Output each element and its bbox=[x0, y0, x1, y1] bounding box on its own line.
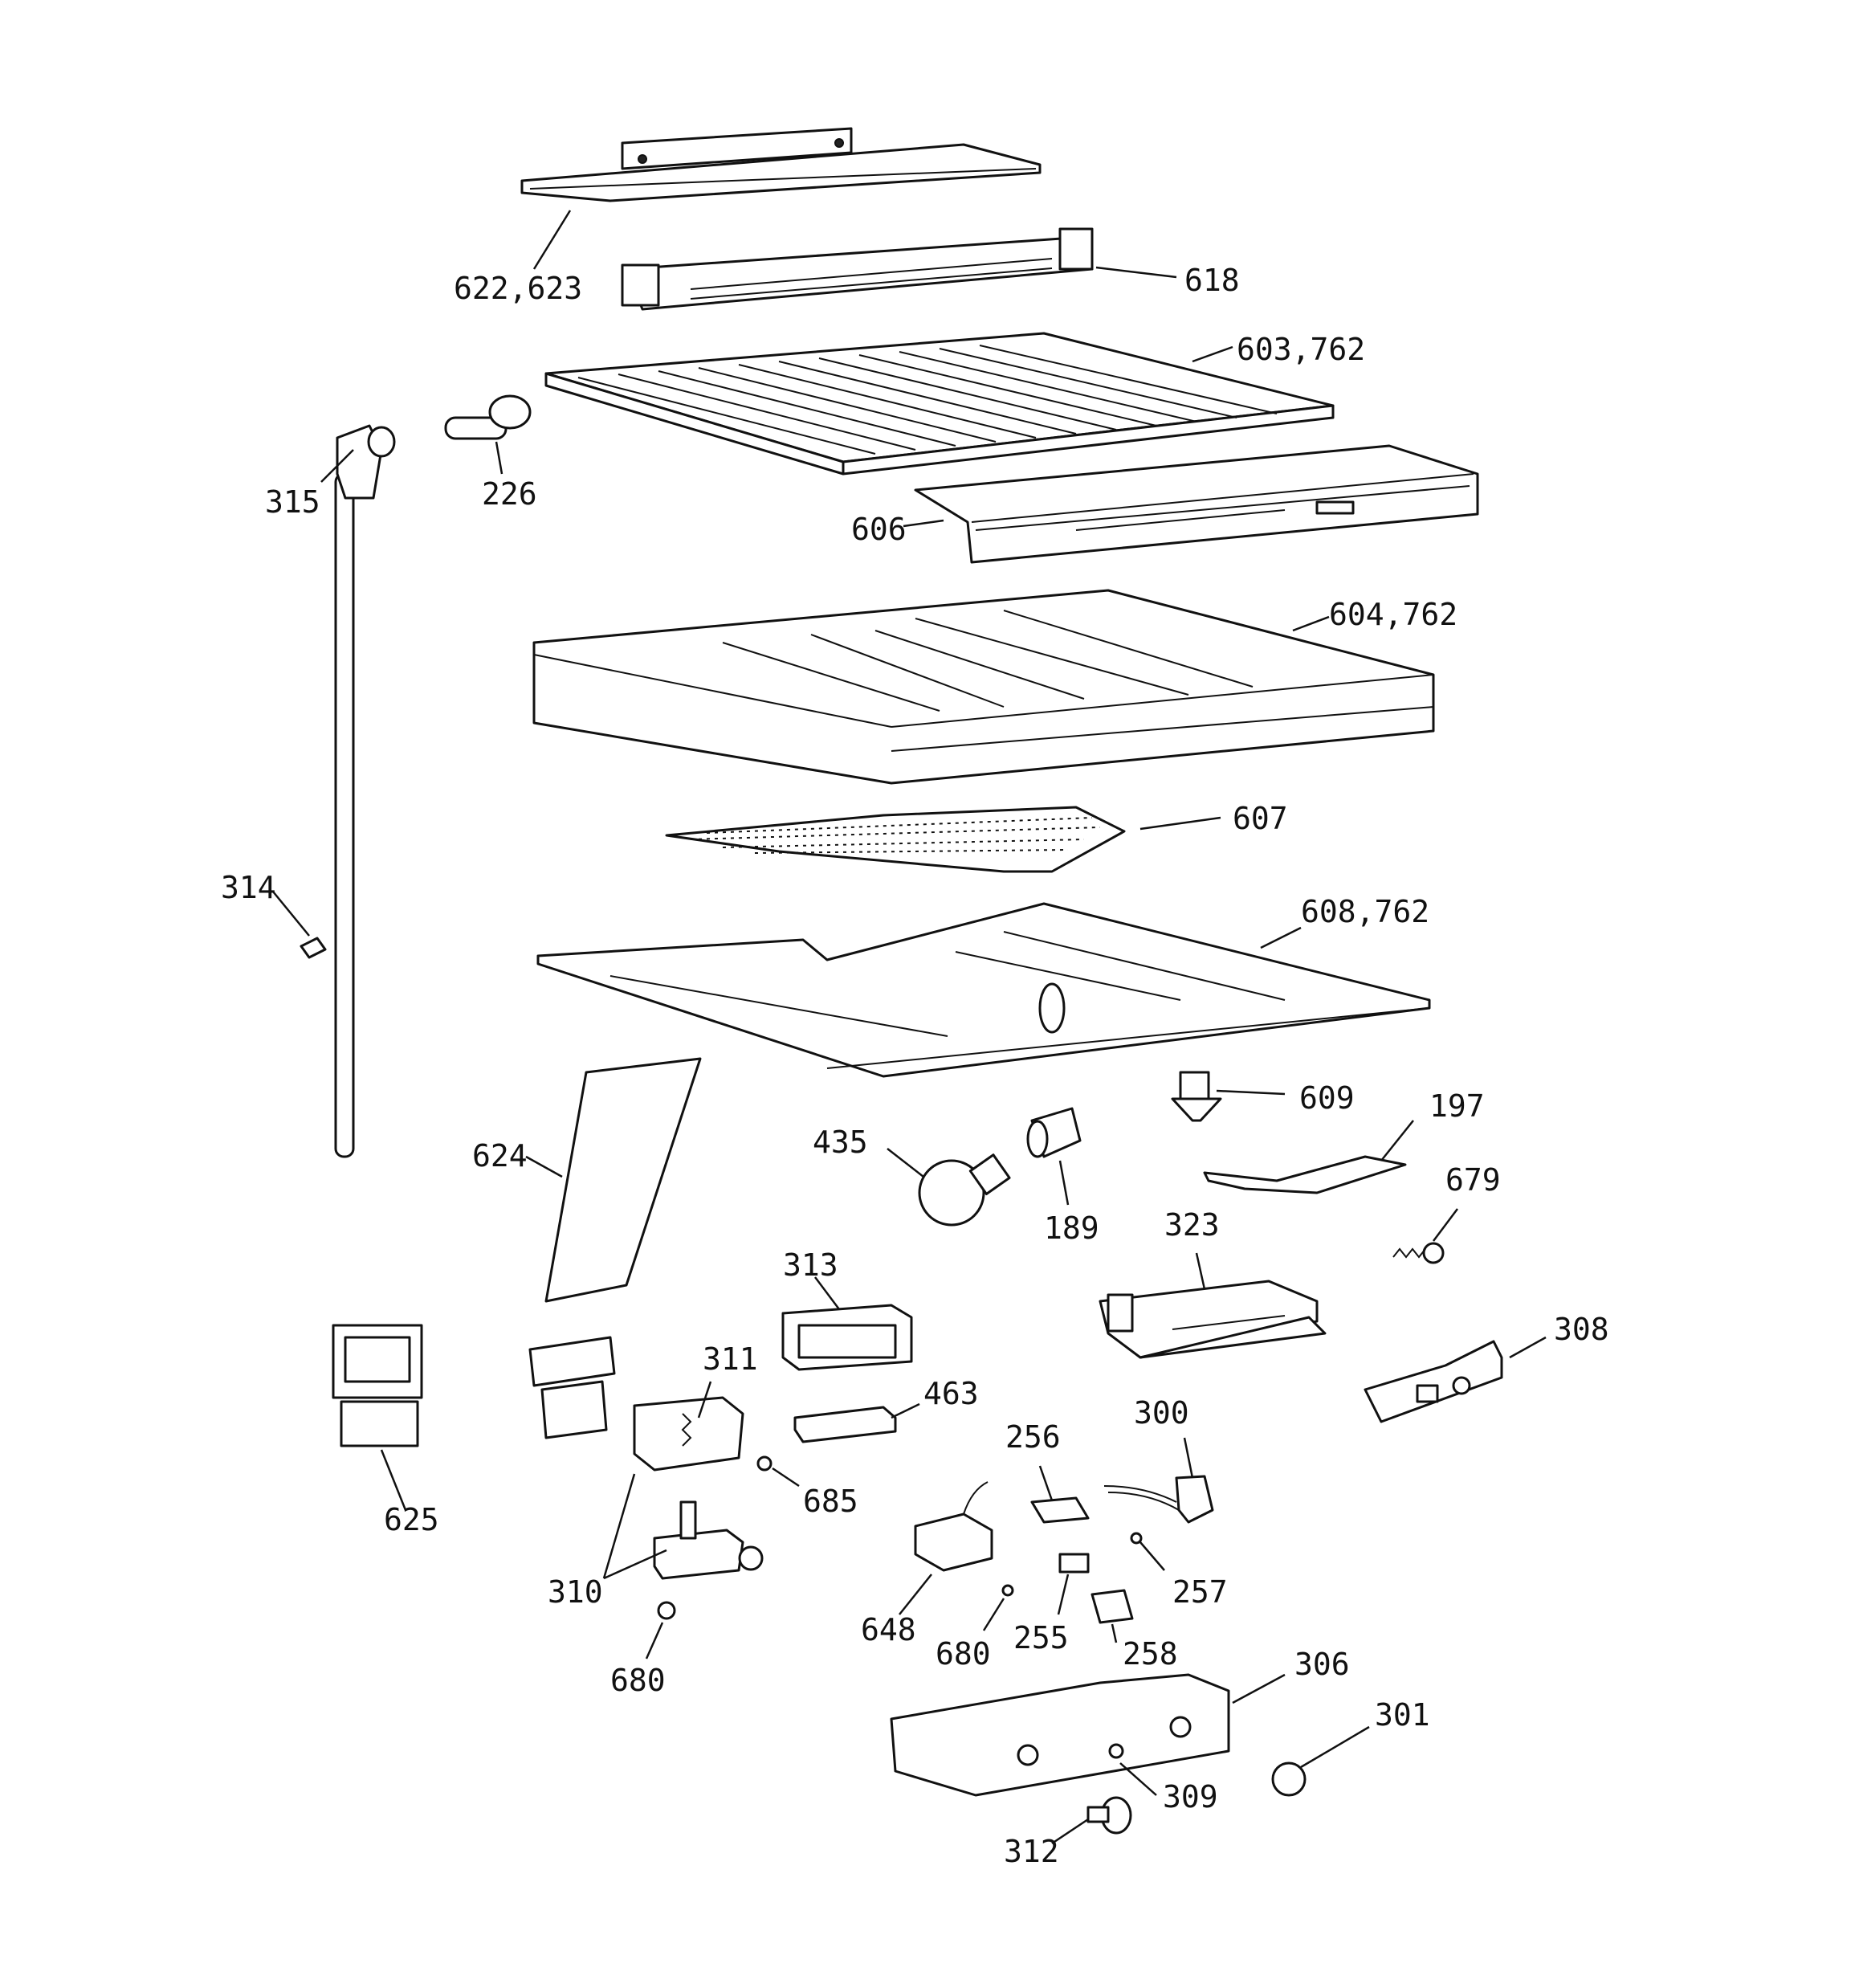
callout-685: 685 bbox=[803, 1484, 858, 1519]
part-bottom-tray bbox=[536, 902, 1431, 1078]
callout-624: 624 bbox=[472, 1138, 528, 1174]
part-relay-648 bbox=[914, 1481, 993, 1572]
part-box-313 bbox=[781, 1304, 913, 1371]
callout-463: 463 bbox=[923, 1376, 979, 1411]
part-control-housing bbox=[890, 1673, 1230, 1797]
part-tray bbox=[532, 589, 1435, 785]
callout-308: 308 bbox=[1554, 1312, 1609, 1347]
callout-258: 258 bbox=[1123, 1636, 1178, 1672]
callout-603-762: 603,762 bbox=[1237, 332, 1365, 367]
part-housing-311 bbox=[633, 1396, 744, 1472]
part-bracket-323 bbox=[1099, 1280, 1327, 1359]
part-screw-680 bbox=[657, 1601, 676, 1620]
callout-311: 311 bbox=[703, 1341, 758, 1377]
part-screw-257 bbox=[1130, 1532, 1143, 1545]
part-rail bbox=[621, 227, 1094, 311]
part-knob-312 bbox=[1086, 1796, 1132, 1835]
part-light-bulb bbox=[918, 1153, 1011, 1227]
callout-679: 679 bbox=[1445, 1162, 1501, 1198]
callout-680-a: 680 bbox=[936, 1636, 991, 1672]
part-panel-624 bbox=[528, 1057, 702, 1439]
callout-309: 309 bbox=[1163, 1779, 1218, 1815]
callout-625: 625 bbox=[384, 1502, 439, 1537]
callout-255: 255 bbox=[1013, 1620, 1069, 1655]
part-switch-256 bbox=[1030, 1496, 1090, 1524]
callout-301: 301 bbox=[1375, 1697, 1430, 1733]
part-knob-301 bbox=[1271, 1761, 1307, 1797]
callout-622-623: 622,623 bbox=[454, 271, 582, 306]
part-switch-300 bbox=[1103, 1475, 1214, 1524]
part-255 bbox=[1058, 1553, 1090, 1574]
callout-256: 256 bbox=[1005, 1419, 1061, 1455]
callout-313: 313 bbox=[783, 1247, 838, 1283]
callout-257: 257 bbox=[1172, 1574, 1228, 1610]
part-heater-strip bbox=[1203, 1155, 1407, 1194]
part-screen bbox=[665, 806, 1126, 873]
part-thermostat bbox=[653, 1500, 764, 1580]
callout-226: 226 bbox=[482, 476, 537, 512]
callout-314: 314 bbox=[221, 870, 276, 905]
callout-618: 618 bbox=[1184, 263, 1240, 298]
part-609-clip bbox=[1171, 1071, 1222, 1122]
callout-609: 609 bbox=[1299, 1080, 1355, 1116]
part-463-block bbox=[793, 1406, 897, 1443]
part-spring bbox=[1392, 1242, 1445, 1264]
callout-608-762: 608,762 bbox=[1301, 894, 1429, 929]
callout-197: 197 bbox=[1429, 1088, 1485, 1124]
part-rod bbox=[300, 424, 396, 1158]
callout-680-b: 680 bbox=[610, 1663, 666, 1698]
part-plate-308 bbox=[1364, 1340, 1503, 1423]
callout-labels: 622,623 618 603,762 315 226 606 604,762 … bbox=[221, 263, 1609, 1869]
part-pan bbox=[914, 444, 1479, 564]
part-top-cover bbox=[520, 127, 1042, 202]
callout-189: 189 bbox=[1044, 1210, 1099, 1246]
callout-300: 300 bbox=[1134, 1395, 1189, 1431]
leader-lines bbox=[272, 210, 1547, 1845]
callout-312: 312 bbox=[1004, 1834, 1059, 1869]
part-control-625 bbox=[332, 1324, 423, 1447]
callout-648: 648 bbox=[861, 1612, 916, 1647]
callout-607: 607 bbox=[1233, 801, 1288, 836]
callout-606: 606 bbox=[851, 512, 907, 547]
callout-310: 310 bbox=[548, 1574, 603, 1610]
part-grille-shelf bbox=[544, 332, 1335, 476]
callout-323: 323 bbox=[1164, 1207, 1220, 1243]
part-screw-680-b bbox=[1001, 1584, 1014, 1597]
part-socket bbox=[1026, 1107, 1082, 1158]
part-226-cylinder bbox=[444, 394, 532, 440]
callout-435: 435 bbox=[813, 1125, 868, 1160]
callout-315: 315 bbox=[265, 484, 320, 520]
part-258 bbox=[1090, 1589, 1134, 1624]
callout-604-762: 604,762 bbox=[1329, 597, 1457, 632]
callout-306: 306 bbox=[1294, 1647, 1350, 1682]
part-screw-685 bbox=[756, 1455, 773, 1472]
